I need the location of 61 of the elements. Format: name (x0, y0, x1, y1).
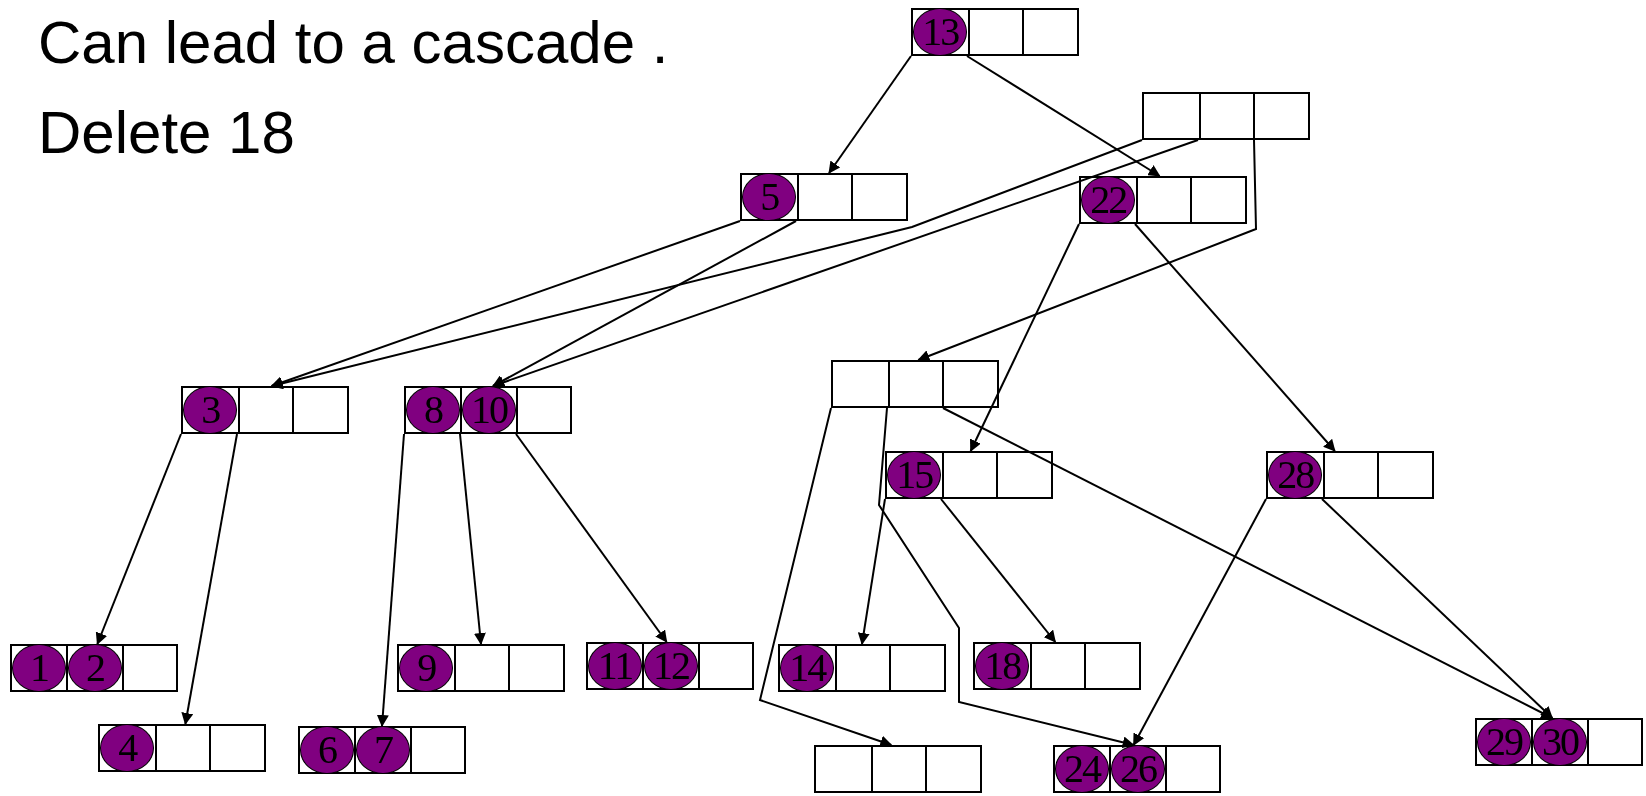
heading-text: Delete 18 (38, 100, 295, 166)
empty-node-box (831, 360, 999, 408)
heading-text: Can lead to a cascade . (38, 10, 669, 76)
key-value: 4 (100, 724, 155, 772)
key-value: 24 (1055, 745, 1109, 793)
key-value: 7 (356, 726, 410, 774)
key-value: 26 (1111, 745, 1165, 793)
key-value: 13 (913, 8, 968, 56)
key-value: 2 (68, 644, 122, 692)
tree-node-box (98, 724, 266, 772)
arrow (515, 433, 668, 643)
arrow (940, 498, 1057, 643)
arrow (492, 220, 797, 387)
tree-node-box (1053, 745, 1221, 793)
key-value: 5 (742, 173, 797, 221)
key-value: 3 (183, 386, 238, 434)
empty-node-box (814, 745, 982, 793)
tree-node-box (1475, 718, 1643, 766)
tree-node-box (911, 8, 1079, 56)
key-value: 29 (1477, 718, 1531, 766)
key-value: 14 (780, 644, 835, 692)
tree-node-box (1266, 451, 1434, 499)
arrow (1132, 498, 1267, 746)
key-value: 8 (406, 386, 460, 434)
key-value: 10 (462, 386, 516, 434)
tree-node-box (298, 726, 466, 774)
key-value: 9 (399, 644, 454, 692)
tree-node-box (973, 642, 1141, 690)
arrow (181, 433, 238, 725)
tree-node-box (1079, 176, 1247, 224)
key-value: 30 (1533, 718, 1587, 766)
key-value: 6 (300, 726, 354, 774)
arrow (1321, 498, 1554, 719)
key-value: 1 (12, 644, 66, 692)
arrow (857, 498, 886, 645)
tree-node-box (404, 386, 572, 434)
key-value: 18 (975, 642, 1030, 690)
tree-node-box (885, 451, 1053, 499)
key-value: 22 (1081, 176, 1136, 224)
key-value: 15 (887, 451, 942, 499)
tree-node-box (397, 644, 565, 692)
arrow (95, 433, 182, 645)
arrow (877, 407, 1135, 749)
arrow (270, 220, 741, 388)
arrow (758, 407, 893, 748)
key-value: 28 (1268, 451, 1323, 499)
arrow (376, 433, 405, 727)
tree-node-box (586, 642, 754, 690)
tree-node-box (778, 644, 946, 692)
tree-node-box (10, 644, 178, 692)
arrow (1134, 223, 1336, 452)
arrow (828, 55, 912, 174)
key-value: 12 (644, 642, 698, 690)
arrow (969, 223, 1080, 452)
arrow (917, 139, 1257, 362)
arrow (459, 433, 486, 645)
tree-node-box (181, 386, 349, 434)
empty-node-box (1142, 92, 1310, 140)
tree-node-box (740, 173, 908, 221)
key-value: 11 (588, 642, 642, 690)
arrow (966, 55, 1161, 177)
